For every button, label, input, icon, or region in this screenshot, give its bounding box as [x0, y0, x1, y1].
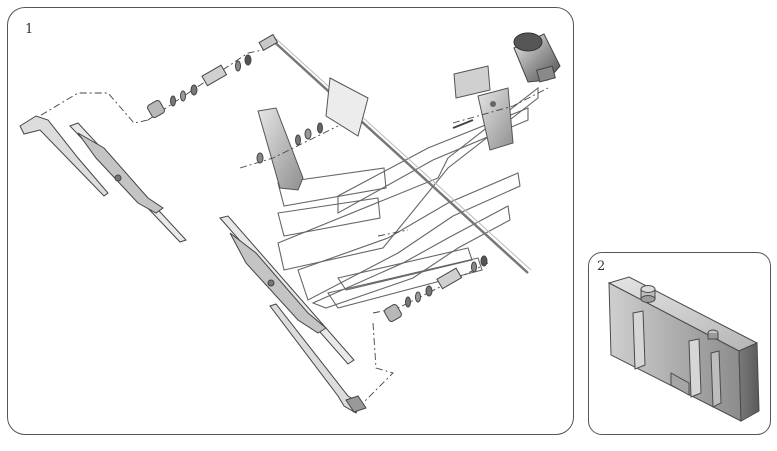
left-wiper-arm	[19, 115, 109, 197]
panel-2-label: 2	[597, 259, 606, 274]
linkage-rod-edge	[272, 35, 532, 271]
panel-1-label: 1	[25, 22, 34, 37]
wiper-assembly-drawing	[19, 32, 561, 414]
reservoir-tank	[607, 276, 760, 422]
wiper-motor	[513, 32, 561, 83]
wiper-assembly-panel: 1	[7, 7, 574, 435]
left-bracket	[257, 107, 304, 191]
pivot-plate	[325, 77, 369, 137]
outlet-fitting-icon	[707, 329, 719, 340]
filler-cap-icon	[640, 285, 656, 303]
upper-fastener-stack	[147, 33, 279, 118]
washer-reservoir-drawing	[607, 276, 760, 422]
motor-bracket	[453, 65, 514, 151]
windshield-outline	[277, 86, 539, 309]
mid-fastener-stack	[256, 119, 474, 164]
right-wiper-arm	[269, 303, 367, 414]
lower-fastener-stack	[384, 255, 488, 322]
left-wiper-blade	[69, 122, 187, 243]
right-wiper-blade	[219, 215, 355, 365]
washer-reservoir-panel: 2	[588, 252, 771, 435]
linkage-rod	[269, 37, 529, 274]
